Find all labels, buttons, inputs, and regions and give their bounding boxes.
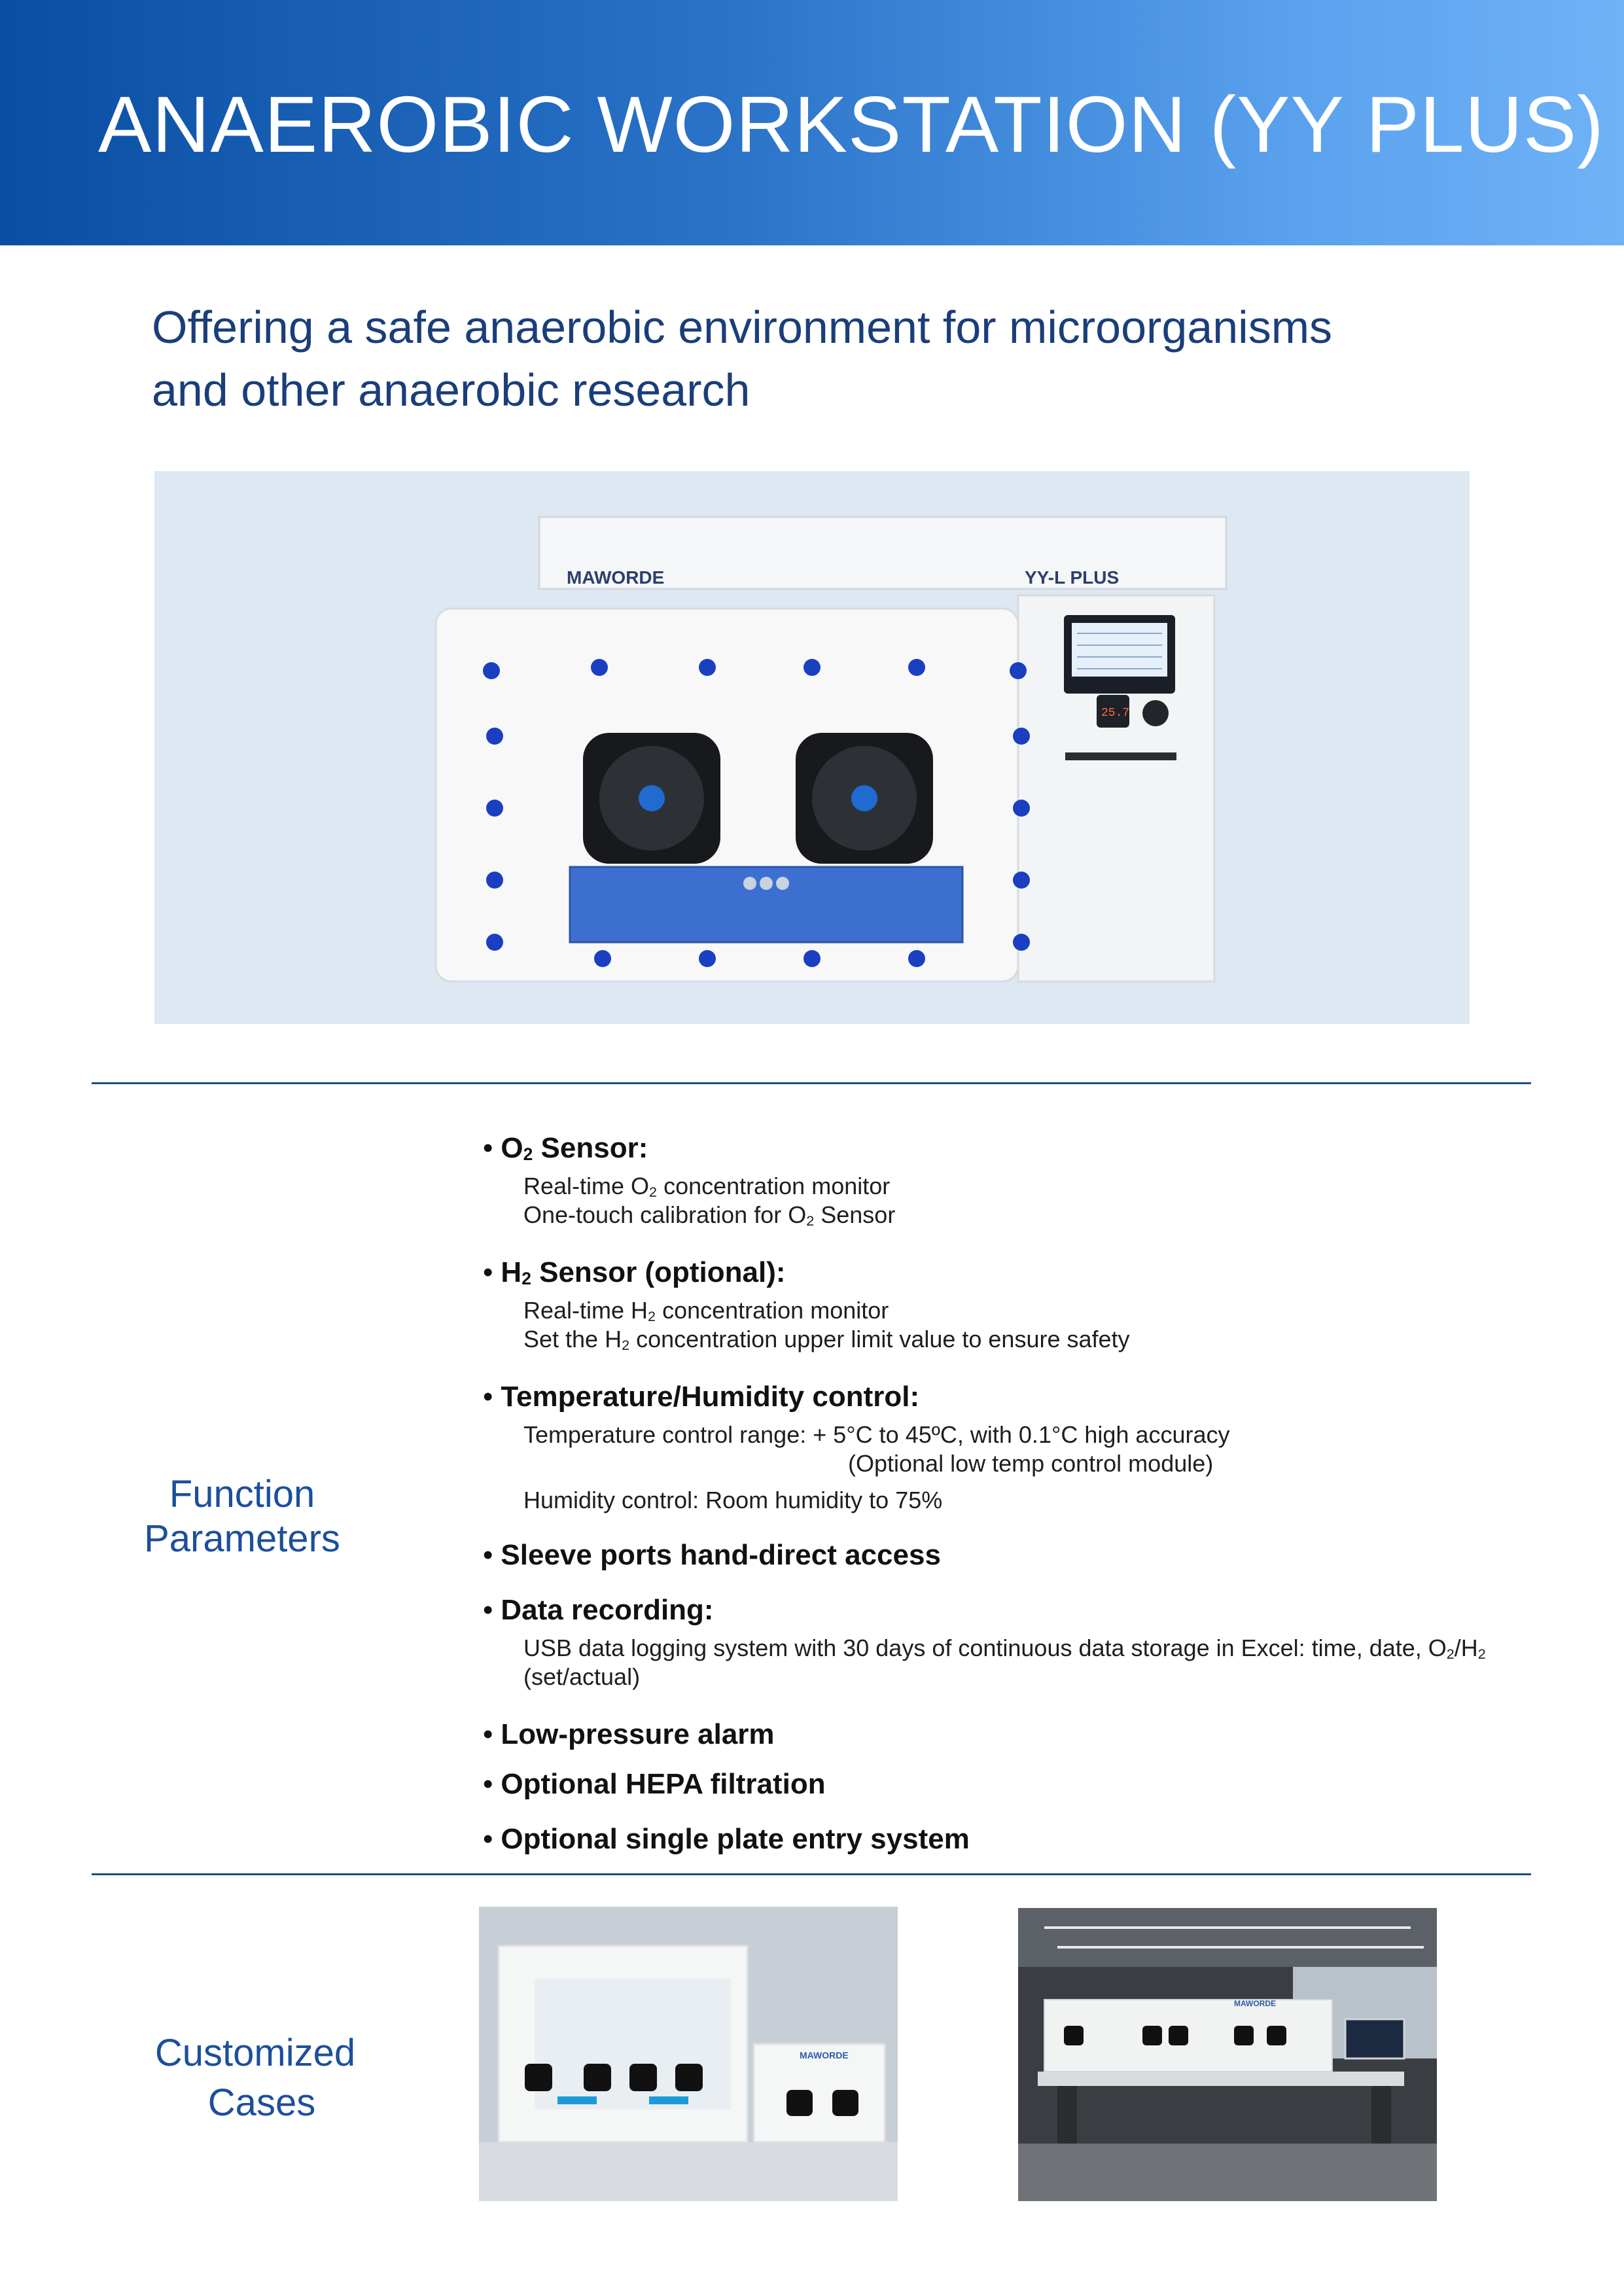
feature-temp-line-3: Humidity control: Room humidity to 75% [523,1487,943,1513]
o2-line2-sub: 2 [806,1212,815,1229]
data-line1-sub1: 2 [1446,1646,1455,1662]
case-1-brand: MAWORDE [800,2050,849,2060]
o2-line1-sub: 2 [649,1184,658,1200]
product-image: MAWORDE YY-L PLUS 25.7 [154,471,1470,1024]
bullet: • [483,1539,493,1571]
h2-line1-post: concentration monitor [656,1297,889,1324]
feature-o2-title: •O2 Sensor: [483,1132,648,1165]
divider-top [92,1082,1531,1084]
page-title: ANAEROBIC WORKSTATION (YY PLUS) [98,80,1604,169]
tagline: Offering a safe anaerobic environment fo… [152,296,1493,421]
o2-title-pre: O [501,1132,523,1164]
brand-label: MAWORDE [567,567,664,588]
feature-h2-line-2: Set the H2 concentration upper limit val… [523,1326,1130,1354]
bullet: • [483,1823,493,1855]
h2-line2-sub: 2 [622,1337,630,1353]
bullet: • [483,1768,493,1800]
hepa-title: Optional HEPA filtration [501,1768,826,1800]
data-line1-pre: USB data logging system with 30 days of … [523,1634,1447,1661]
h2-title-pre: H [501,1256,522,1288]
o2-line1-post: concentration monitor [657,1173,891,1199]
o2-line1-pre: Real-time O [523,1173,650,1199]
label-line-1: Customized [154,2032,356,2074]
feature-plate-title: •Optional single plate entry system [483,1823,970,1856]
sleeve-title: Sleeve ports hand-direct access [501,1539,941,1571]
feature-hepa-title: •Optional HEPA filtration [483,1768,826,1801]
display-readout: 25.7 [1101,707,1129,720]
case-1-illustration: MAWORDE [479,1907,898,2201]
feature-alarm-title: •Low-pressure alarm [483,1718,775,1751]
case-2-brand: MAWORDE [1234,1999,1276,2008]
h2-line2-post: concentration upper limit value to ensur… [629,1326,1130,1352]
divider-bottom [92,1873,1531,1875]
bullet: • [483,1256,493,1288]
tagline-line-1: Offering a safe anaerobic environment fo… [152,302,1333,353]
data-line1-sub2: 2 [1477,1646,1486,1662]
o2-line2-post: Sensor [814,1201,896,1228]
h2-line1-sub: 2 [648,1308,656,1324]
case-2-illustration: MAWORDE [1018,1908,1437,2201]
case-image-2: MAWORDE [1018,1908,1437,2201]
header-banner: ANAEROBIC WORKSTATION (YY PLUS) [0,0,1624,245]
o2-title-post: Sensor: [533,1132,648,1164]
plate-title: Optional single plate entry system [501,1823,970,1855]
tagline-line-2: and other anaerobic research [152,364,750,415]
bullet: • [483,1381,493,1413]
workstation-illustration: MAWORDE YY-L PLUS 25.7 [434,516,1227,983]
h2-line1-pre: Real-time H [523,1297,648,1324]
feature-data-line-2: (set/actual) [523,1663,641,1690]
o2-line2-pre: One-touch calibration for O [523,1201,807,1228]
function-parameters-label: Function Parameters [124,1472,360,1561]
data-line1-mid: /H [1454,1634,1478,1661]
feature-o2-line-2: One-touch calibration for O2 Sensor [523,1201,895,1229]
o2-title-sub: 2 [523,1144,533,1164]
bullet: • [483,1594,493,1626]
feature-sleeve-title: •Sleeve ports hand-direct access [483,1539,941,1572]
feature-o2-line-1: Real-time O2 concentration monitor [523,1173,890,1201]
feature-h2-title: •H2 Sensor (optional): [483,1256,786,1289]
label-line-1: Function [169,1473,315,1515]
label-line-2: Cases [207,2081,316,2124]
feature-data-title: •Data recording: [483,1594,714,1627]
feature-h2-line-1: Real-time H2 concentration monitor [523,1297,889,1325]
label-line-2: Parameters [144,1517,340,1560]
alarm-title: Low-pressure alarm [501,1718,775,1750]
h2-line2-pre: Set the H [523,1326,622,1352]
feature-temp-line-1: Temperature control range: + 5°C to 45ºC… [523,1421,1230,1448]
feature-data-line-1: USB data logging system with 30 days of … [523,1634,1486,1663]
feature-temp-line-2: (Optional low temp control module) [848,1450,1214,1477]
h2-title-sub: 2 [521,1269,531,1288]
glove-port-left [583,733,720,864]
case-image-1: MAWORDE [479,1907,898,2201]
feature-temp-title: •Temperature/Humidity control: [483,1381,919,1413]
temp-title: Temperature/Humidity control: [501,1381,920,1413]
glove-port-right [796,733,933,864]
data-title: Data recording: [501,1594,714,1626]
model-label: YY-L PLUS [1025,567,1119,588]
bullet: • [483,1132,493,1164]
customized-cases-label: Customized Cases [137,2028,373,2128]
bullet: • [483,1718,493,1750]
h2-title-post: Sensor (optional): [531,1256,786,1288]
